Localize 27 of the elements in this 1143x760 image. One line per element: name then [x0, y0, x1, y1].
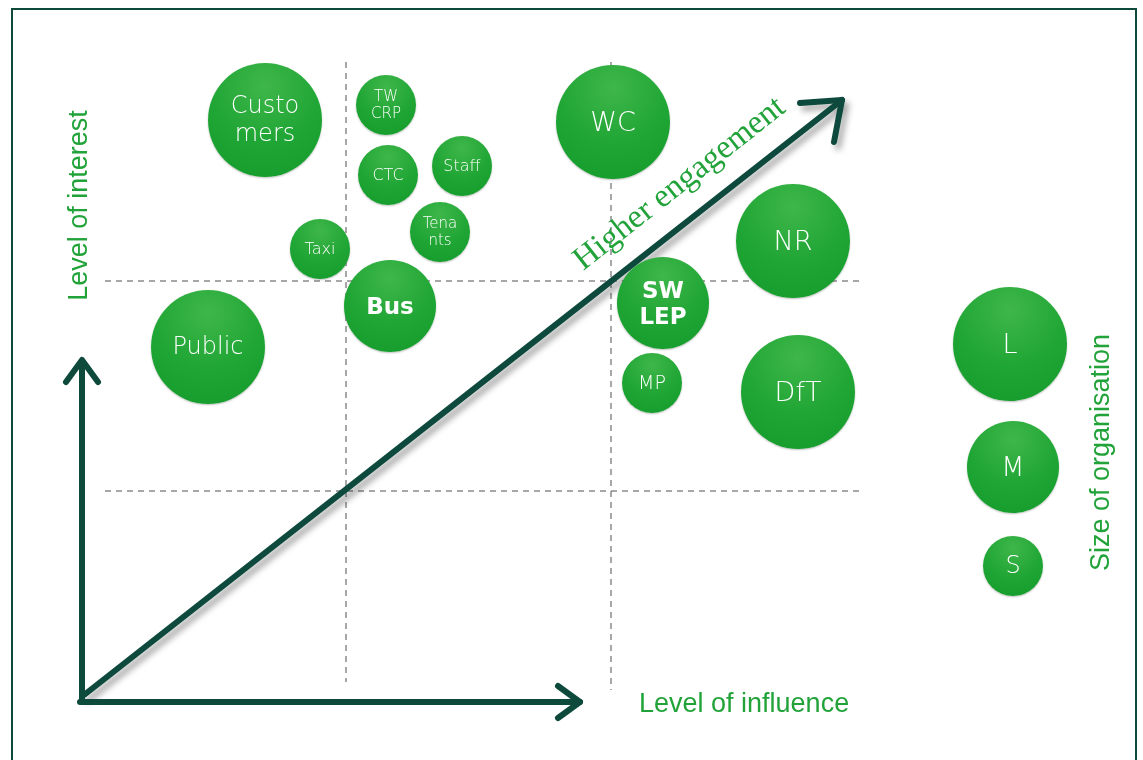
- circle-label: L: [1002, 328, 1018, 360]
- stakeholder-circle: [983, 536, 1043, 596]
- axis-title: Level of interest: [62, 109, 94, 301]
- circle-label: SW LEP: [639, 276, 687, 330]
- stakeholder-circle: [344, 260, 436, 352]
- stakeholder-circle: [358, 145, 418, 205]
- stakeholder-circle: [432, 136, 492, 196]
- stakeholder-circle: [622, 353, 682, 413]
- circle-label: CTC: [372, 165, 404, 185]
- axis-title: Level of influence: [639, 687, 850, 719]
- circle-label: Tena nts: [422, 214, 458, 250]
- circle-label: DfT: [774, 376, 822, 408]
- circle-label: Taxi: [304, 239, 336, 259]
- circle-label: MP: [638, 372, 666, 394]
- circle-label: S: [1005, 552, 1021, 580]
- stakeholder-circle: [290, 219, 350, 279]
- stakeholder-circle: [410, 202, 470, 262]
- circle-label: Public: [172, 333, 244, 361]
- circle-label: Bus: [366, 292, 414, 320]
- circle-label: WC: [590, 106, 636, 138]
- axis-title: Size of organisation: [1084, 333, 1116, 571]
- circle-label: Staff: [443, 156, 481, 176]
- circle-label: Custo mers: [230, 92, 300, 148]
- circle-label: NR: [773, 225, 813, 257]
- circle-label: TW CRP: [371, 87, 401, 123]
- stakeholder-circle: [356, 75, 416, 135]
- circle-label: M: [1001, 451, 1025, 483]
